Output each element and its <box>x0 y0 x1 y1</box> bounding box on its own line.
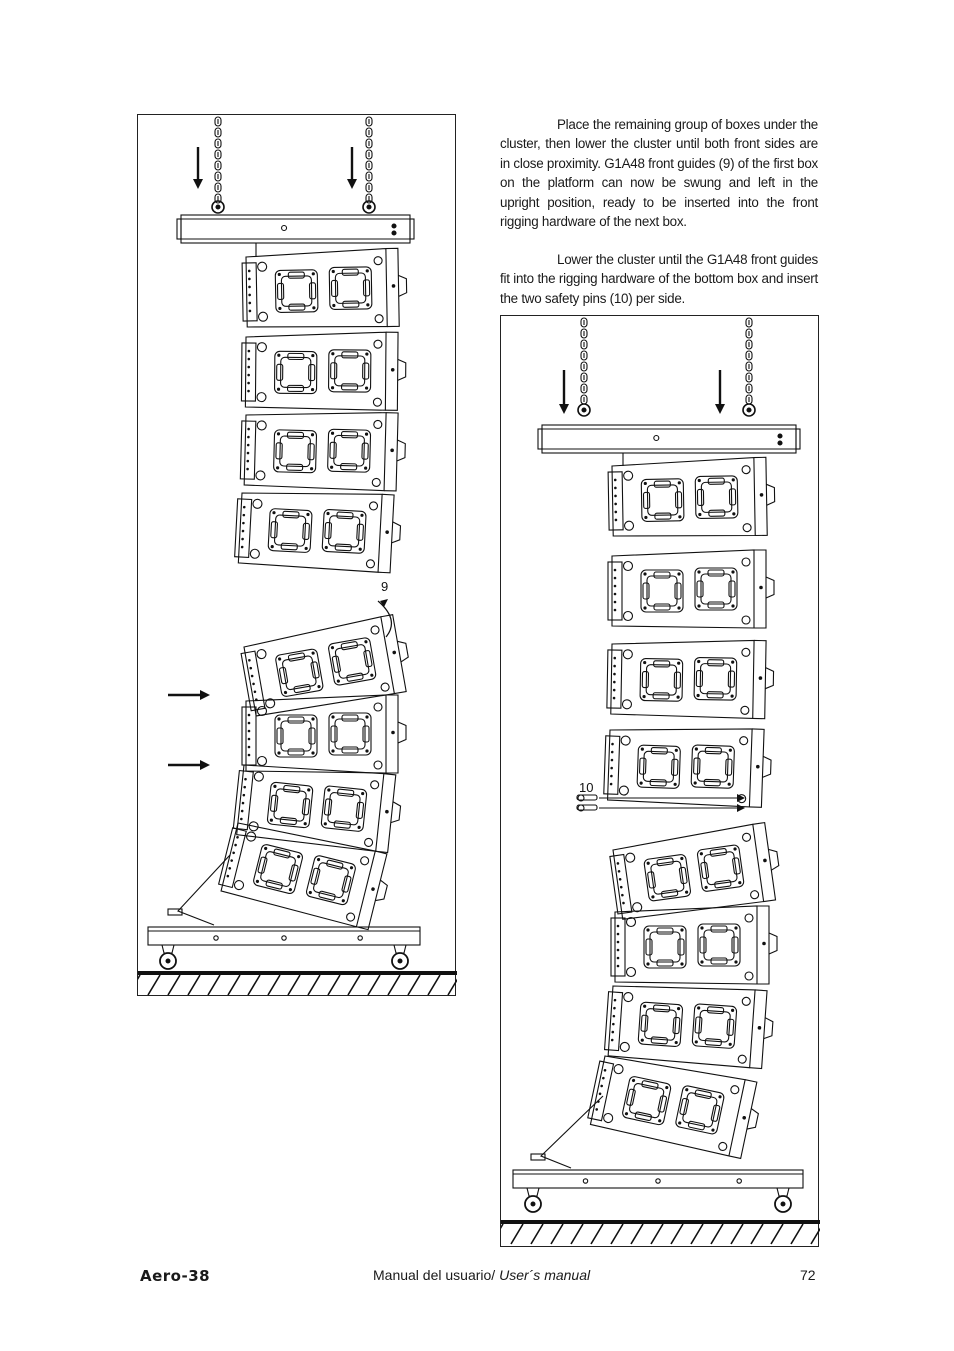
rigging-frame <box>537 424 801 454</box>
speaker-driver <box>253 844 303 895</box>
floor-hatch <box>501 1220 820 1245</box>
speaker-driver <box>328 637 377 686</box>
chain <box>577 317 591 417</box>
figure-right-illustration: 10 <box>500 315 820 1247</box>
speaker-driver <box>675 1085 725 1135</box>
speaker-driver <box>328 266 373 311</box>
line-array-cabinet <box>234 492 402 574</box>
brand-logo: Aero-38 <box>140 1267 211 1285</box>
line-array-cabinet <box>241 694 407 774</box>
wheel-icon <box>391 952 409 970</box>
line-array-cabinet <box>607 456 776 537</box>
speaker-driver <box>691 1003 738 1049</box>
chain <box>211 116 225 214</box>
speaker-driver <box>328 349 372 393</box>
dolly-cart <box>147 926 421 970</box>
line-array-cabinet <box>609 822 780 920</box>
speaker-driver <box>274 269 319 313</box>
support-strut <box>540 1095 604 1169</box>
speaker-driver <box>697 923 741 967</box>
safety-pin-icon <box>576 804 598 811</box>
speaker-driver <box>640 478 685 522</box>
shackle <box>211 200 225 214</box>
line-array-cabinet <box>232 764 402 854</box>
speaker-driver <box>643 925 687 969</box>
caster <box>161 944 175 954</box>
line-array-cabinet <box>603 985 774 1070</box>
speaker-driver <box>636 744 681 789</box>
manual-title: Manual del usuario/ User´s manual <box>373 1267 591 1283</box>
speaker-driver <box>267 508 313 553</box>
figure-left-illustration: 9 <box>137 114 457 996</box>
floor-hatch <box>138 971 457 996</box>
speaker-driver <box>690 744 735 789</box>
speaker-driver <box>640 569 684 613</box>
line-array-cabinet <box>606 639 775 720</box>
wheel-icon <box>159 952 177 970</box>
rigging-illustration-right: 10 <box>501 317 820 1245</box>
speaker-driver <box>693 656 738 701</box>
callout-9-label: 9 <box>381 579 388 594</box>
wheel-icon <box>524 1195 542 1213</box>
instruction-paragraph-1: Place the remaining group of boxes under… <box>500 117 818 230</box>
caster <box>526 1187 540 1197</box>
speaker-driver <box>274 350 318 395</box>
line-array-cabinet <box>240 614 409 717</box>
caster <box>393 944 407 954</box>
page-number: 72 <box>800 1267 816 1283</box>
instruction-paragraph-2: Lower the cluster until the G1A48 front … <box>500 252 818 306</box>
line-array-cabinet <box>239 412 406 492</box>
shackle <box>577 403 591 417</box>
speaker-driver <box>328 712 372 756</box>
chain <box>362 116 376 214</box>
rigging-illustration-left: 9 <box>138 116 457 996</box>
line-array-cabinet <box>217 822 388 931</box>
shackle <box>362 200 376 214</box>
rigging-frame <box>176 214 415 244</box>
callout-10-label: 10 <box>579 780 593 795</box>
wheel-icon <box>774 1195 792 1213</box>
speaker-driver <box>320 785 368 832</box>
dolly-cart <box>512 1169 804 1213</box>
speaker-driver <box>643 854 692 902</box>
swing-arrow-icon <box>377 600 393 638</box>
speaker-driver <box>694 475 739 520</box>
line-array-cabinet <box>607 549 775 629</box>
speaker-driver <box>637 1001 684 1048</box>
line-array-cabinet <box>241 247 408 328</box>
speaker-driver <box>639 658 684 702</box>
speaker-driver <box>274 714 318 758</box>
speaker-driver <box>321 509 367 554</box>
speaker-driver <box>266 781 314 829</box>
caster <box>776 1187 790 1197</box>
support-strut <box>177 854 231 926</box>
speaker-driver <box>696 844 745 892</box>
speaker-driver <box>273 429 318 474</box>
speaker-driver <box>305 855 356 906</box>
line-array-cabinet <box>587 1055 759 1160</box>
speaker-driver <box>694 567 738 611</box>
line-array-cabinet <box>603 728 772 808</box>
speaker-driver <box>275 648 324 697</box>
line-array-cabinet <box>610 905 778 985</box>
safety-pin-icon <box>576 794 598 801</box>
speaker-driver <box>622 1076 672 1126</box>
line-array-cabinet <box>240 331 407 411</box>
speaker-driver <box>327 428 372 473</box>
shackle <box>742 403 756 417</box>
chain <box>742 317 756 417</box>
